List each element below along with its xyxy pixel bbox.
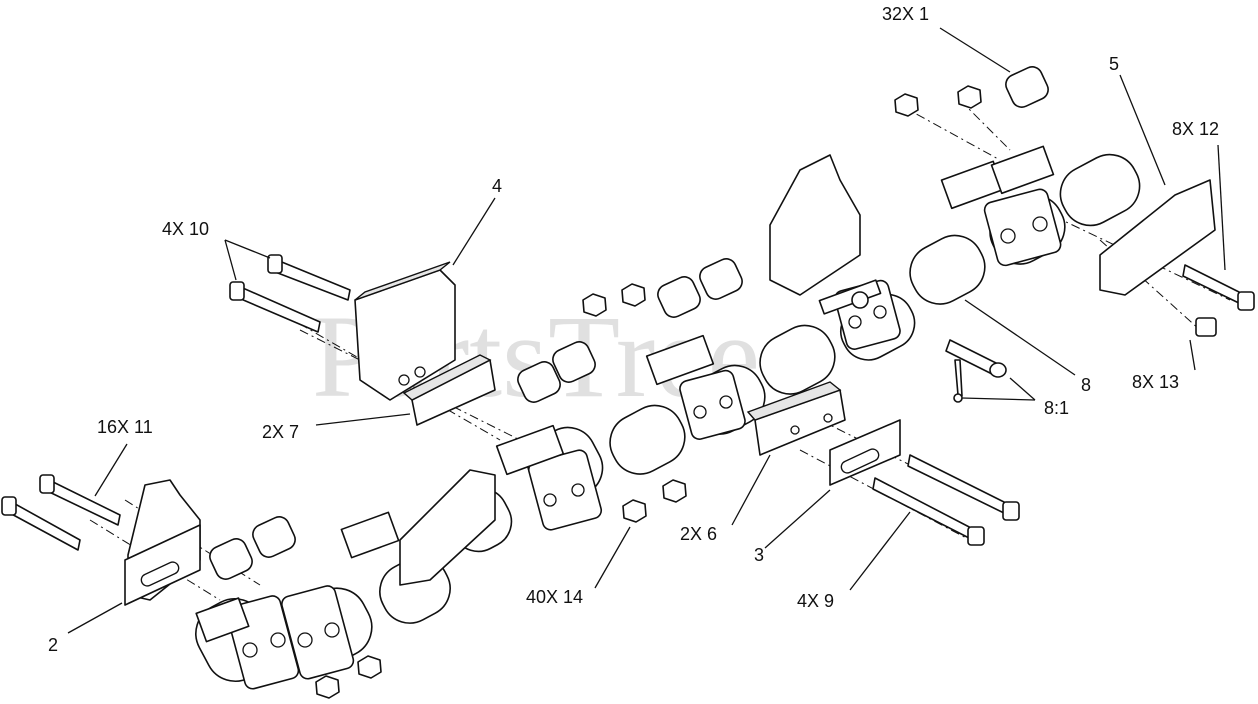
- callout-8: 8: [1081, 375, 1091, 395]
- callout-4: 4: [492, 176, 502, 196]
- callout-2x7: 2X 7: [262, 422, 299, 442]
- callout-2: 2: [48, 635, 58, 655]
- spacer-blocks: [402, 354, 846, 456]
- callout-labels: 32X 1 5 8X 12 4 4X 10 8 8X 13 8:1 2X 7 1…: [48, 4, 1219, 655]
- pin: [945, 339, 1007, 403]
- callout-5: 5: [1109, 54, 1119, 74]
- chain-assembly: [195, 145, 1141, 690]
- callout-32x1: 32X 1: [882, 4, 929, 24]
- callout-3: 3: [754, 545, 764, 565]
- end-plates: [124, 419, 901, 606]
- leader-lines: [67, 27, 1226, 634]
- rollers: [209, 66, 1049, 580]
- bracket-4: [354, 261, 456, 401]
- callout-16x11: 16X 11: [97, 417, 153, 437]
- callout-4x9: 4X 9: [797, 591, 834, 611]
- nuts: [315, 85, 982, 699]
- bolts: [1, 254, 1255, 551]
- callout-8-1: 8:1: [1044, 398, 1069, 418]
- callout-8x13: 8X 13: [1132, 372, 1179, 392]
- callout-40x14: 40X 14: [526, 587, 583, 607]
- callout-2x6: 2X 6: [680, 524, 717, 544]
- callout-8x12: 8X 12: [1172, 119, 1219, 139]
- callout-4x10: 4X 10: [162, 219, 209, 239]
